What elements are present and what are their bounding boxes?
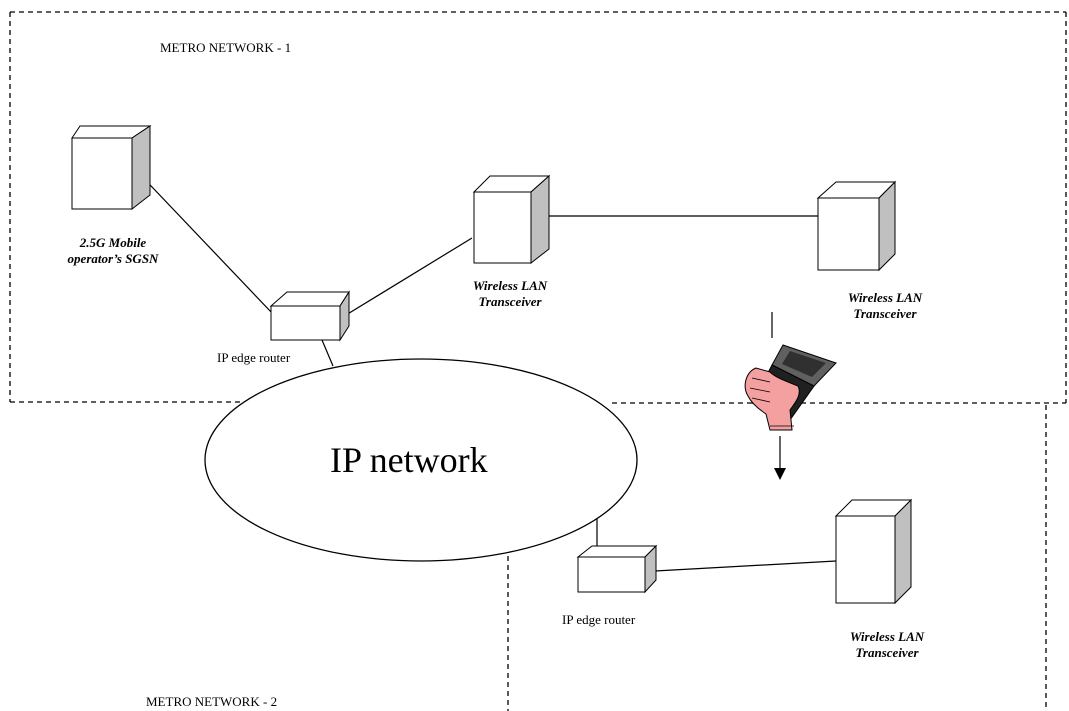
ip-edge-router-top-label: IP edge router <box>217 350 291 365</box>
link-router-cloud <box>321 339 334 367</box>
wlan-top-label-line1: Wireless LAN <box>472 278 548 293</box>
handover-arrow-icon <box>774 468 786 480</box>
link-router2-wlan <box>654 560 837 572</box>
ip-network-label: IP network <box>330 440 488 480</box>
wlan-transceiver-right-icon <box>816 180 897 272</box>
sgsn-label-line1: 2.5G Mobile <box>79 235 147 250</box>
metro-network-2-boundary <box>507 405 1047 711</box>
link-sgsn-router <box>132 166 273 314</box>
wlan-bottom-label: Wireless LAN Transceiver <box>822 629 952 660</box>
sgsn-label: 2.5G Mobile operator’s SGSN <box>48 235 178 266</box>
ip-edge-router-bottom-icon <box>576 544 658 594</box>
ip-network-cloud <box>204 358 638 562</box>
sgsn-label-line2: operator’s SGSN <box>67 250 159 266</box>
wlan-right-label: Wireless LAN Transceiver <box>820 290 950 321</box>
link-router-wlan <box>345 237 473 316</box>
metro-network-2-label: METRO NETWORK - 2 <box>146 694 278 709</box>
wlan-transceiver-top-icon <box>472 174 551 265</box>
wlan-right-label-line2: Transceiver <box>853 305 917 321</box>
wlan-transceiver-bottom-icon <box>834 498 913 605</box>
sgsn-server-icon <box>71 125 152 211</box>
wlan-bottom-label-line2: Transceiver <box>855 644 919 660</box>
wlan-top-label-line2: Transceiver <box>478 293 542 309</box>
wlan-top-label: Wireless LAN Transceiver <box>450 278 570 309</box>
ip-edge-router-bottom-label: IP edge router <box>562 612 636 627</box>
hand-holding-phone-icon <box>744 344 837 431</box>
ip-edge-router-top-icon <box>269 290 350 342</box>
metro-network-1-boundary <box>9 11 1067 404</box>
wlan-right-label-line1: Wireless LAN <box>847 290 923 305</box>
wlan-bottom-label-line1: Wireless LAN <box>849 629 925 644</box>
metro-network-1-label: METRO NETWORK - 1 <box>160 40 292 55</box>
network-links <box>132 166 837 572</box>
